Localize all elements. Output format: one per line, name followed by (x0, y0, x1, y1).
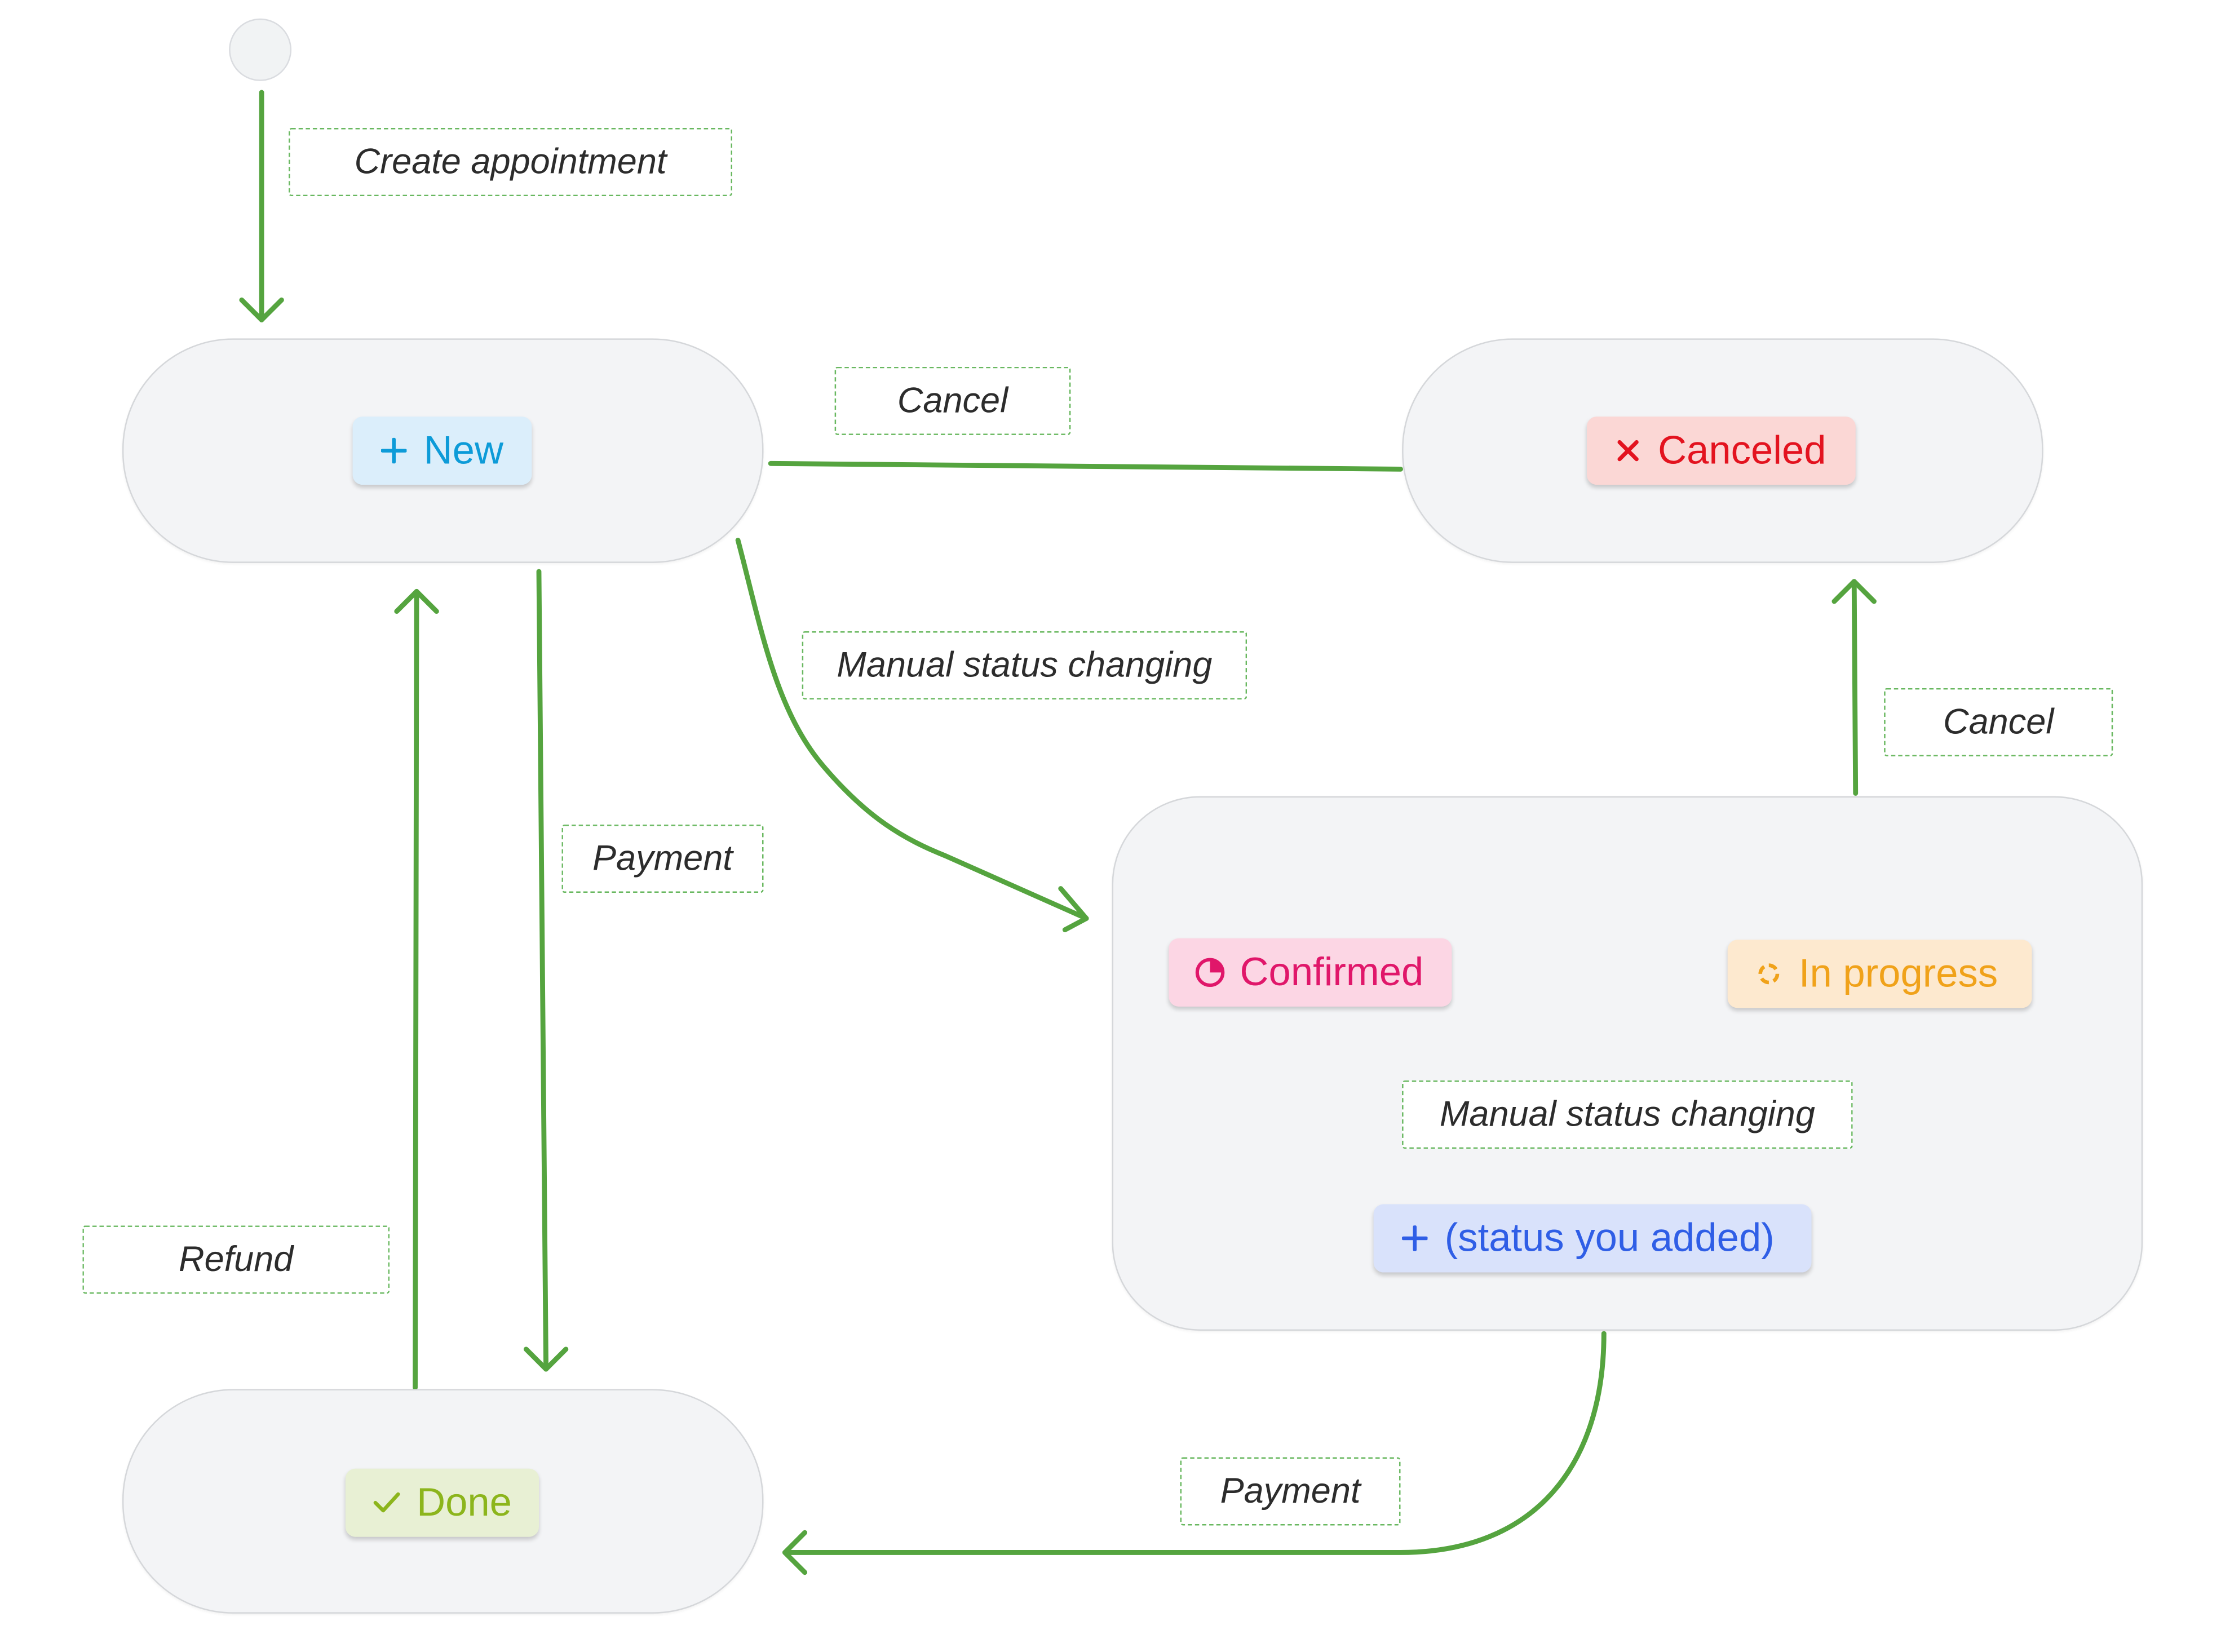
status-label-confirmed: Confirmed (1240, 949, 1424, 994)
pie-chart-icon (1194, 957, 1225, 988)
status-badge-confirmed[interactable]: Confirmed (1169, 938, 1452, 1007)
edge-cancel-right (1851, 579, 1859, 796)
transition-label-payment-left: Payment (561, 824, 764, 893)
arrowhead-cancel-right (1831, 579, 1877, 604)
arrowhead-payment-bottom (782, 1530, 808, 1575)
spinner-icon (1753, 958, 1784, 989)
status-badge-done[interactable]: Done (345, 1468, 539, 1537)
transition-label-manual-group: Manual status changing (1402, 1080, 1853, 1149)
plus-icon (378, 435, 409, 466)
edge-manual-top (735, 538, 1089, 921)
check-icon (371, 1487, 402, 1518)
transition-label-manual-top: Manual status changing (802, 631, 1247, 700)
status-badge-canceled[interactable]: Canceled (1586, 417, 1856, 485)
status-badge-in-progress[interactable]: In progress (1727, 940, 2032, 1008)
status-label-canceled: Canceled (1658, 428, 1826, 472)
status-label-done: Done (417, 1480, 512, 1525)
edge-refund (413, 588, 419, 1390)
state-canceled-node[interactable] (1402, 338, 2043, 563)
arrowhead-create (239, 297, 284, 322)
status-label-new: New (423, 428, 503, 472)
edge-cancel-top (768, 460, 1403, 472)
plus-icon (1399, 1223, 1430, 1254)
edge-payment-bottom (782, 1331, 1607, 1555)
arrowhead-manual-top (1058, 886, 1089, 933)
status-label-added: (status you added) (1444, 1215, 1775, 1260)
transition-label-payment-bottom: Payment (1180, 1457, 1401, 1526)
transition-label-cancel-top: Cancel (834, 366, 1071, 435)
edge-payment-left (536, 569, 549, 1372)
transition-label-refund: Refund (82, 1225, 390, 1294)
transition-label-cancel-right: Cancel (1884, 688, 2113, 756)
initial-state-dot (229, 18, 292, 81)
x-icon (1612, 435, 1643, 466)
transition-label-create: Create appointment (289, 128, 733, 197)
arrowhead-payment-left (523, 1347, 569, 1372)
status-badge-new[interactable]: New (352, 417, 532, 485)
status-badge-added[interactable]: (status you added) (1373, 1204, 1812, 1273)
arrowhead-refund (394, 588, 439, 614)
status-label-in-progress: In progress (1798, 951, 1998, 995)
